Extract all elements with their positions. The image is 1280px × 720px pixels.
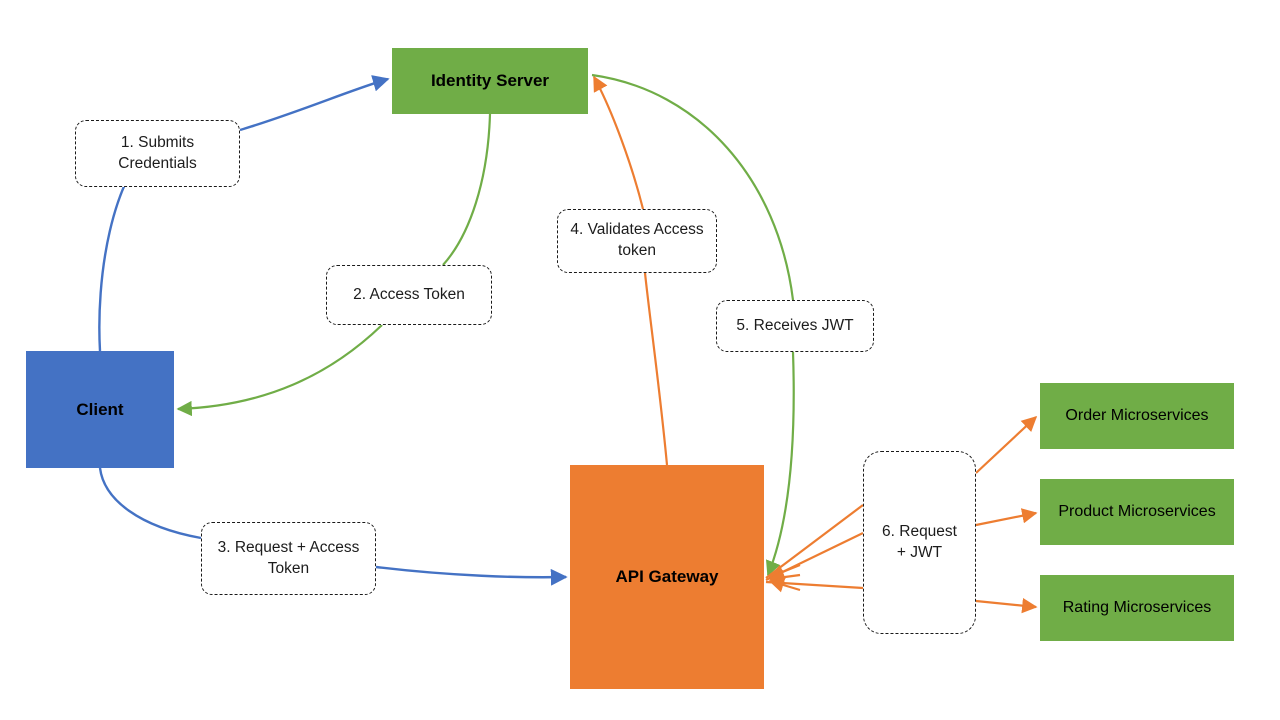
callout-step-5-line-1: 5. Receives JWT bbox=[736, 316, 854, 334]
edge-api-gateway-to-rating-in bbox=[765, 580, 864, 590]
callout-step-4[interactable]: 4. Validates Access token bbox=[557, 209, 717, 273]
callout-step-1[interactable]: 1. Submits Credentials bbox=[75, 120, 240, 187]
callout-step-1-line-1: 1. Submits bbox=[120, 133, 195, 151]
callout-step-6-line-1: 6. Request bbox=[882, 522, 957, 540]
callout-step-6[interactable]: 6. Request + JWT bbox=[863, 451, 976, 634]
callout-step-3-line-2: Token bbox=[267, 559, 310, 577]
node-rating-microservices-label: Rating Microservices bbox=[1062, 599, 1212, 616]
callout-step-3-line-1: 3. Request + Access bbox=[217, 538, 360, 556]
edge-api-gateway-to-rating-out bbox=[975, 597, 1038, 614]
edge-api-gateway-to-order-in bbox=[765, 504, 864, 579]
callout-step-4-line-1: 4. Validates Access bbox=[570, 221, 704, 239]
node-api-gateway-label: API Gateway bbox=[615, 567, 719, 586]
node-order-microservices-label: Order Microservices bbox=[1065, 407, 1209, 424]
callout-step-1-line-2: Credentials bbox=[118, 154, 197, 172]
node-api-gateway[interactable]: API Gateway bbox=[570, 465, 764, 689]
edge-api-gateway-to-identity-server-head bbox=[593, 75, 645, 210]
edge-client-to-api-gateway bbox=[98, 467, 202, 540]
node-product-microservices[interactable]: Product Microservices bbox=[1040, 479, 1234, 545]
edge-identity-server-to-client bbox=[442, 113, 492, 266]
edge-client-to-api-gateway-head bbox=[375, 565, 568, 586]
edge-order-to-api-gateway-head bbox=[768, 563, 801, 580]
edge-client-to-identity-server-head bbox=[239, 75, 390, 132]
edge-api-gateway-to-order-out bbox=[975, 415, 1038, 474]
callout-step-6-line-2: + JWT bbox=[896, 543, 943, 561]
node-order-microservices[interactable]: Order Microservices bbox=[1040, 383, 1234, 449]
node-product-microservices-label: Product Microservices bbox=[1058, 503, 1216, 520]
edge-api-gateway-to-product-out bbox=[975, 508, 1038, 527]
node-identity-server[interactable]: Identity Server bbox=[392, 48, 588, 114]
callout-step-3[interactable]: 3. Request + Access Token bbox=[201, 522, 376, 595]
callout-step-2[interactable]: 2. Access Token bbox=[326, 265, 492, 325]
edge-api-gateway-to-product-in bbox=[765, 532, 864, 581]
callout-step-2-line-1: 2. Access Token bbox=[353, 285, 465, 303]
node-rating-microservices[interactable]: Rating Microservices bbox=[1040, 575, 1234, 641]
callout-step-4-line-2: token bbox=[618, 242, 656, 259]
node-identity-server-label: Identity Server bbox=[430, 71, 550, 90]
edge-identity-server-to-api-gateway-head bbox=[765, 351, 795, 577]
callout-step-5[interactable]: 5. Receives JWT bbox=[716, 300, 874, 352]
edge-rating-to-api-gateway-head bbox=[768, 577, 801, 593]
edge-identity-server-to-client-head bbox=[176, 324, 383, 417]
node-client[interactable]: Client bbox=[26, 351, 174, 468]
edge-product-to-api-gateway-head bbox=[768, 569, 801, 585]
node-client-label: Client bbox=[76, 399, 124, 419]
edge-api-gateway-to-identity-server bbox=[643, 272, 669, 466]
